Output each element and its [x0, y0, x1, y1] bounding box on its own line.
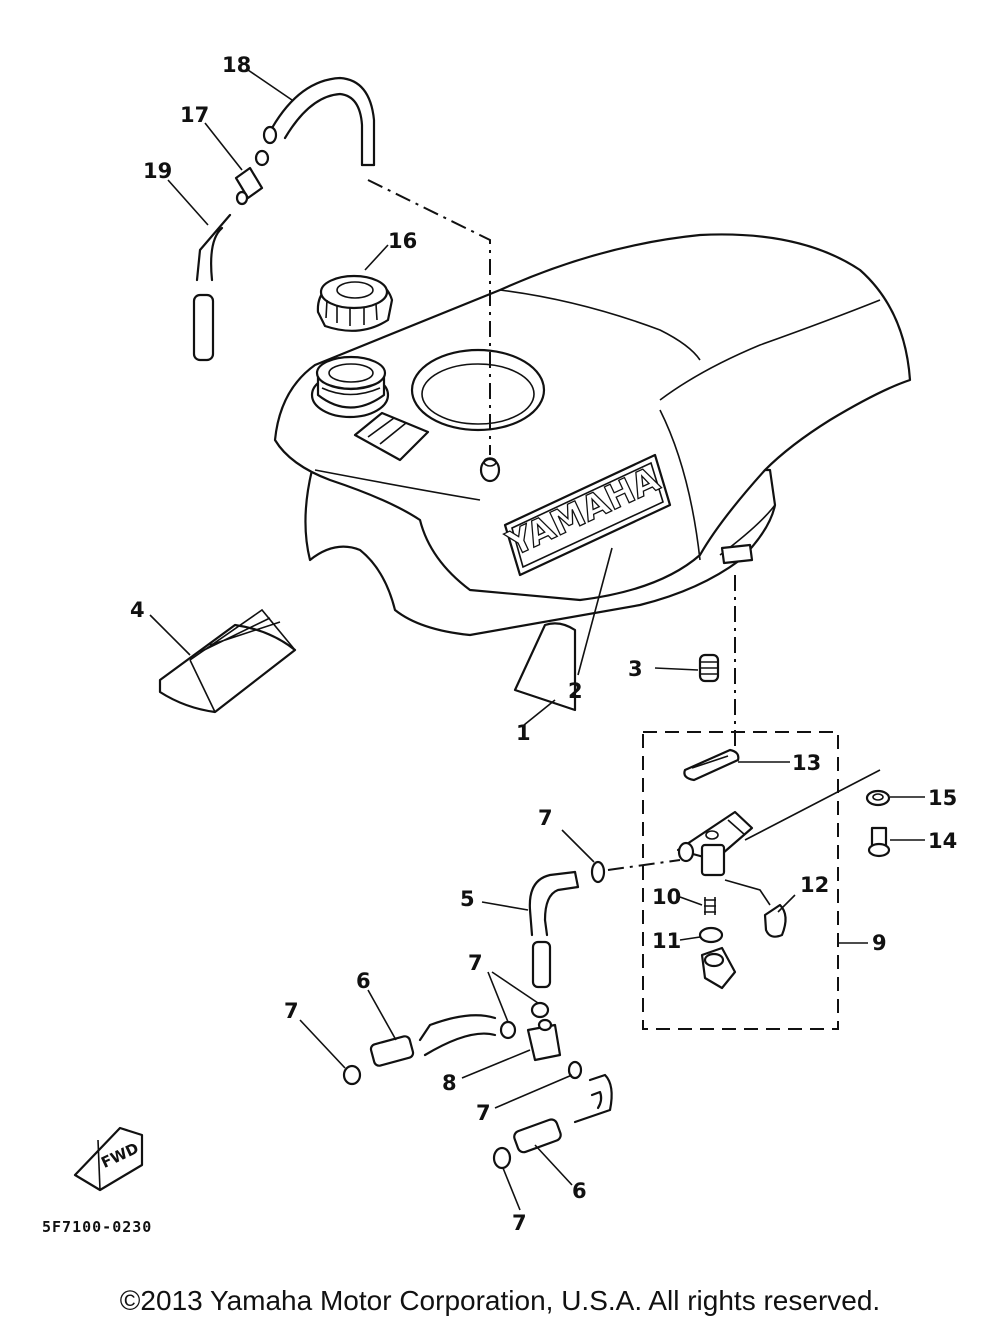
forward-direction-badge: FWD — [73, 1126, 144, 1192]
callout-12: 12 — [800, 873, 829, 897]
callout-7-pair: 7 — [468, 951, 483, 975]
callout-labels: 18 17 19 16 4 3 2 1 13 15 14 7 10 12 11 … — [42, 53, 957, 1236]
callout-7-petcock: 7 — [538, 806, 553, 830]
copyright-notice: ©2013 Yamaha Motor Corporation, U.S.A. A… — [119, 1285, 881, 1316]
callout-6-lower: 6 — [572, 1179, 587, 1203]
callout-2: 2 — [568, 679, 583, 703]
callout-7-lower: 7 — [476, 1101, 491, 1125]
callout-7-left: 7 — [284, 999, 299, 1023]
filler-neck — [310, 355, 390, 419]
callout-18: 18 — [222, 53, 251, 77]
callout-16: 16 — [388, 229, 417, 253]
callout-14: 14 — [928, 829, 957, 853]
damper-rubber — [698, 653, 720, 683]
hose-joint — [234, 149, 270, 206]
diagram-code: 5F7100-0230 — [42, 1218, 152, 1236]
screw — [867, 826, 891, 858]
callout-8: 8 — [442, 1071, 457, 1095]
callout-5: 5 — [460, 887, 475, 911]
callout-11: 11 — [652, 929, 681, 953]
callout-4: 4 — [130, 598, 145, 622]
callout-9: 9 — [872, 931, 887, 955]
callout-10: 10 — [652, 885, 681, 909]
callout-19: 19 — [143, 159, 172, 183]
callout-15: 15 — [928, 786, 957, 810]
fuel-hose-assembly — [342, 859, 681, 1170]
callout-7-bottom: 7 — [512, 1211, 527, 1235]
fuel-cap — [316, 274, 394, 332]
callout-6-left: 6 — [356, 969, 371, 993]
callout-1: 1 — [516, 721, 531, 745]
breather-hose-assembly — [192, 76, 491, 455]
tank-pad — [158, 608, 297, 714]
callout-17: 17 — [180, 103, 209, 127]
callout-13: 13 — [792, 751, 821, 775]
callout-3: 3 — [628, 657, 643, 681]
washer — [865, 789, 891, 807]
petcock-assembly — [642, 575, 881, 1030]
t-joint — [526, 1018, 562, 1062]
leader-lines — [149, 69, 925, 1211]
